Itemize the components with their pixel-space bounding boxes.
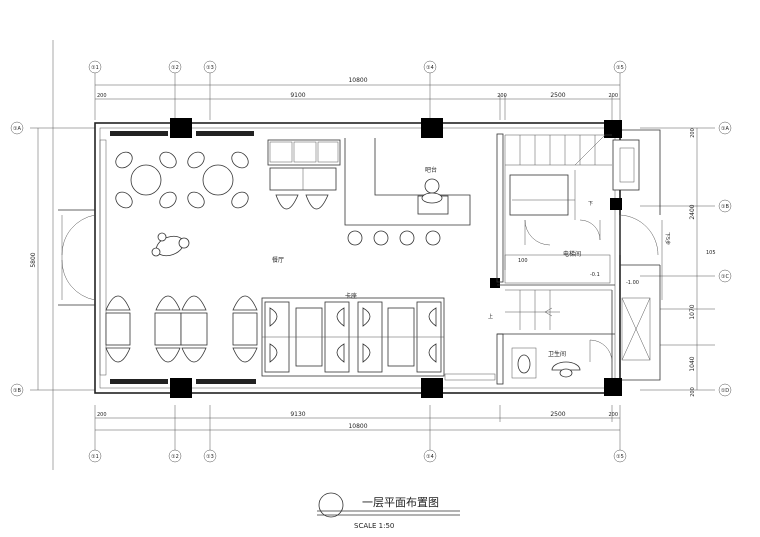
lounge-chair — [151, 232, 190, 257]
label-wc: 卫生间 — [548, 350, 566, 358]
drawing-scale: SCALE 1:50 — [354, 522, 394, 530]
room-labels: 餐厅 卡座 吧台 电梯间 卫生间 下 上 下5步 -1.00 — [272, 166, 670, 358]
annex-stair — [621, 220, 663, 361]
grid-top-4: ①4 — [426, 65, 434, 71]
dim-bottom-seg-1: 200 — [97, 412, 107, 418]
dim-top-seg-4: 2500 — [550, 92, 565, 99]
grid-left-a: ①A — [13, 126, 21, 132]
dim-right-seg-3: 1070 — [689, 304, 696, 319]
dim-top-total: 10800 — [348, 77, 367, 84]
title-block: 一层平面布置图 SCALE 1:50 — [317, 492, 460, 530]
dim-bottom-seg-3: 2500 — [550, 411, 565, 418]
label-stairs-up: 上 — [488, 313, 493, 320]
columns — [170, 118, 622, 398]
grid-right-d: ①D — [721, 388, 729, 394]
dim-left-total: 5800 — [30, 252, 37, 267]
label-booth: 卡座 — [345, 292, 357, 300]
dim-right-seg-4: 1040 — [689, 356, 696, 371]
label-bar: 吧台 — [425, 166, 437, 174]
dim-top-seg-2: 9100 — [290, 92, 305, 99]
bottom-dimensions: 200 9130 2500 200 10800 — [94, 405, 621, 445]
grid-top-5: ①5 — [616, 65, 624, 71]
dim-right-small: 105 — [706, 250, 716, 256]
label-dining: 餐厅 — [272, 256, 284, 264]
bottom-grid-bubbles: ①1 ①2 ①3 ①4 ①5 — [88, 445, 627, 463]
grid-top-3: ①3 — [206, 65, 214, 71]
label-ramp-down: 下5步 — [664, 232, 670, 245]
upper-stair: 100 -0.1 — [504, 134, 659, 284]
grid-right-c: ①C — [721, 274, 729, 280]
dim-top-seg-1: 200 — [97, 93, 107, 99]
grid-bottom-5: ①5 — [616, 454, 624, 460]
elevator-level: -0.1 — [590, 272, 600, 278]
dim-top-seg-5: 200 — [608, 93, 618, 99]
top-grid-bubbles: ①1 ①2 ①3 ①4 ①5 — [88, 60, 627, 80]
sofa-group — [267, 139, 341, 210]
right-dimensions: 200 2400 1070 1040 200 105 ①A ①B ①C ①D — [640, 121, 732, 397]
dining-tables-bottom-left — [105, 295, 258, 363]
dim-bottom-total: 10800 — [348, 423, 367, 430]
grid-top-1: ①1 — [91, 65, 99, 71]
grid-bottom-3: ①3 — [206, 454, 214, 460]
window-strips — [110, 131, 496, 384]
dim-top-seg-3: 200 — [497, 93, 507, 99]
lower-stair — [505, 289, 612, 330]
lift-dim: 100 — [518, 258, 528, 264]
dim-right-seg-1: 200 — [690, 128, 696, 138]
bar-counter — [344, 138, 471, 246]
grid-bottom-2: ①2 — [171, 454, 179, 460]
dim-right-seg-5: 200 — [690, 387, 696, 397]
grid-top-2: ①2 — [171, 65, 179, 71]
round-table-left — [115, 151, 177, 209]
left-counter — [99, 139, 107, 376]
grid-bottom-4: ①4 — [426, 454, 434, 460]
grid-bottom-1: ①1 — [91, 454, 99, 460]
partitions — [496, 133, 615, 385]
dim-bottom-seg-2: 9130 — [290, 411, 305, 418]
left-dimensions: 5800 ①A ①B — [10, 121, 95, 397]
top-dimensions: 10800 200 9100 200 2500 200 — [94, 77, 621, 120]
dim-bottom-seg-4: 200 — [608, 412, 618, 418]
round-table-right — [187, 151, 249, 209]
grid-right-b: ①B — [721, 204, 729, 210]
label-elevator: 电梯间 — [563, 250, 581, 258]
drawing-title: 一层平面布置图 — [362, 496, 439, 509]
wc — [511, 339, 613, 379]
grid-left-b: ①B — [13, 388, 21, 394]
grid-right-a: ①A — [721, 126, 729, 132]
label-level: -1.00 — [626, 280, 639, 286]
booth-seating — [261, 297, 445, 377]
label-stairs-down: 下 — [588, 201, 593, 207]
dim-right-seg-2: 2400 — [689, 204, 696, 219]
